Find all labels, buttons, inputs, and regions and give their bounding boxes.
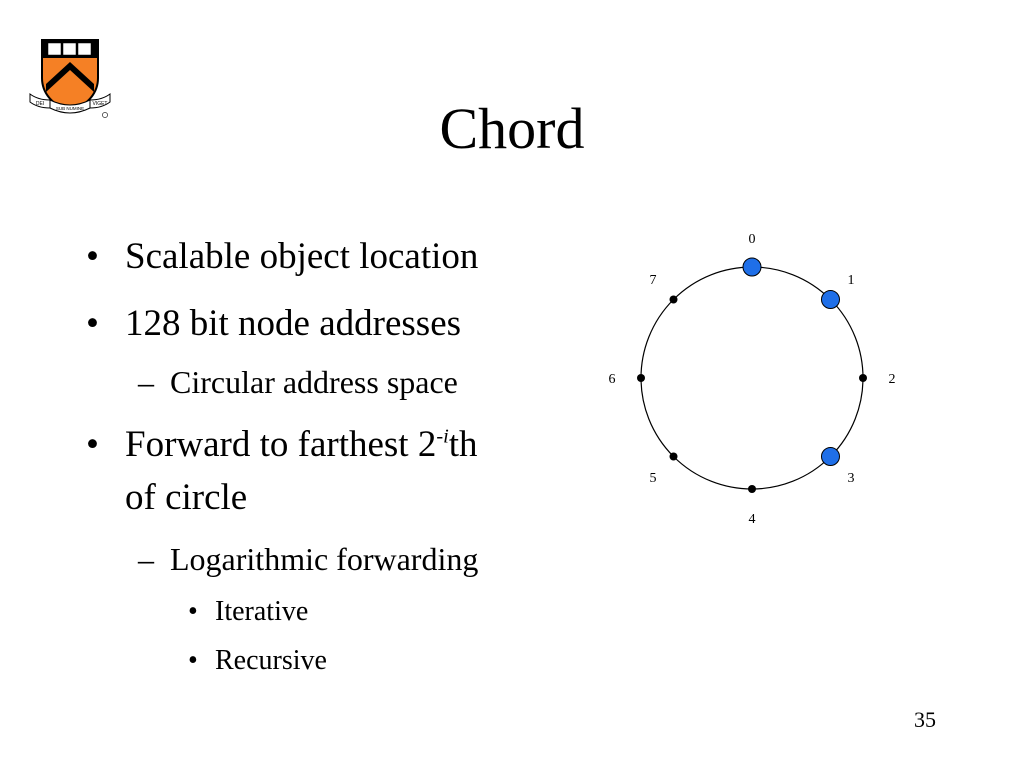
ring-label-6: 6: [609, 372, 616, 387]
ring-node-2: [859, 374, 867, 382]
ring-node-4: [748, 485, 756, 493]
dash-marker: –: [138, 364, 154, 400]
ring-node-highlighted-1: [820, 290, 840, 310]
bullet-forward-text: Forward to farthest 2: [125, 424, 437, 465]
bullet-marker: •: [86, 236, 99, 277]
sub-bullet-circular: Circular address space: [170, 364, 458, 400]
ring-label-7: 7: [650, 273, 657, 288]
sub-sub-bullet-marker: •: [188, 645, 198, 676]
ring-label-4: 4: [749, 512, 756, 527]
ring-label-1: 1: [847, 273, 854, 288]
logo-motto-right: VIGET: [92, 101, 107, 107]
logo-motto-center: SUB NUMINE: [56, 106, 84, 111]
bullet-forward-exponent: -i: [436, 425, 449, 448]
bullet-forward-line2: of circle: [125, 477, 248, 518]
ring-label-2: 2: [889, 372, 896, 387]
ring-node-7: [669, 295, 678, 304]
sub-sub-bullet-marker: •: [188, 596, 198, 627]
ring-node-5: [669, 452, 678, 461]
ring-node-highlighted-0: [742, 257, 762, 277]
ring-node-6: [637, 374, 645, 382]
slide-title: Chord: [439, 96, 585, 161]
bullet-addresses: 128 bit node addresses: [125, 303, 462, 344]
bullet-marker: •: [86, 303, 99, 344]
dash-marker: –: [138, 541, 154, 577]
chord-ring-diagram: 0 1 2 3 4 5 6 7: [609, 232, 896, 527]
bullet-forward: Forward to farthest 2-ith: [125, 424, 478, 467]
sub-sub-bullet-recursive: Recursive: [215, 645, 327, 676]
bullet-marker: •: [86, 424, 99, 465]
princeton-shield-logo: DEI SUB NUMINE VIGET: [29, 39, 111, 118]
logo-motto-left: DEI: [36, 101, 44, 107]
sub-bullet-logarithmic: Logarithmic forwarding: [170, 541, 479, 577]
ring-label-0: 0: [749, 232, 756, 247]
sub-sub-bullet-iterative: Iterative: [215, 596, 309, 627]
bullet-scalable: Scalable object location: [125, 236, 479, 277]
ring-label-3: 3: [847, 471, 854, 486]
ring-node-highlighted-3: [820, 446, 840, 466]
ring-label-5: 5: [650, 471, 657, 486]
page-number: 35: [914, 707, 936, 732]
bullet-forward-suffix: th: [448, 424, 478, 465]
